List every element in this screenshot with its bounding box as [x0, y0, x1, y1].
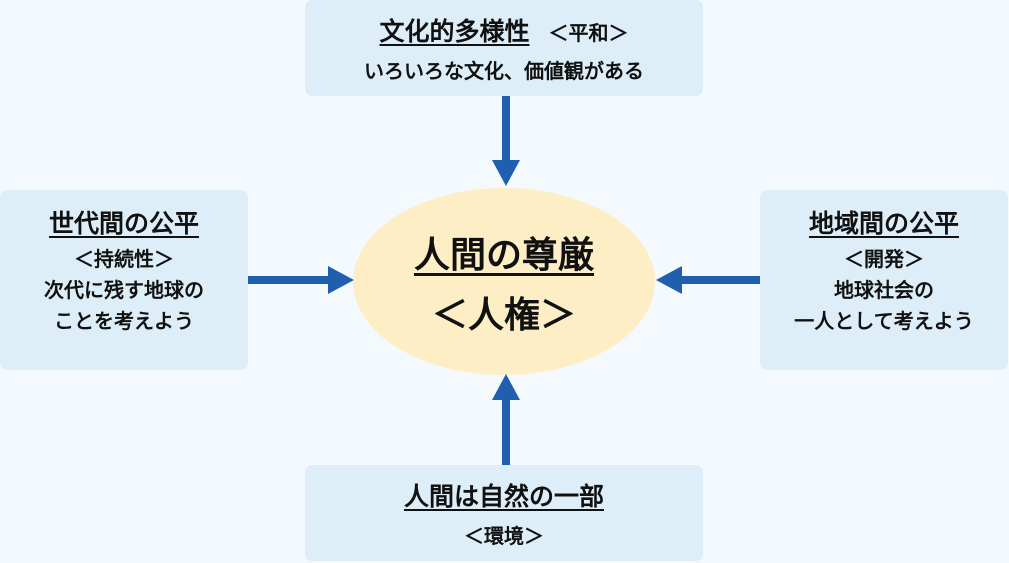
- box-top-header: 文化的多様性 ＜平和＞: [305, 16, 703, 51]
- box-right-tag: ＜開発＞: [844, 247, 924, 271]
- arrow-up-from-bottom: [492, 374, 520, 465]
- box-left-line-2: ことを考えよう: [54, 309, 194, 333]
- box-top-line-1: いろいろな文化、価値観がある: [364, 59, 644, 83]
- box-left-title: 世代間の公平: [48, 209, 199, 238]
- box-interregional-equity: 地域間の公平 ＜開発＞ 地球社会の 一人として考えよう: [760, 190, 1008, 370]
- box-bottom-header: 人間は自然の一部: [305, 481, 703, 516]
- center-title: 人間の尊厳: [413, 235, 594, 276]
- box-cultural-diversity: 文化的多様性 ＜平和＞ いろいろな文化、価値観がある: [305, 0, 703, 96]
- box-right-title: 地域間の公平: [808, 209, 959, 238]
- box-intergenerational-equity: 世代間の公平 ＜持続性＞ 次代に残す地球の ことを考えよう: [0, 190, 248, 370]
- box-left-line-1: 次代に残す地球の: [44, 278, 204, 302]
- box-right-line-2: 一人として考えよう: [794, 309, 974, 333]
- arrow-right-from-left: [248, 266, 354, 294]
- box-humans-part-of-nature: 人間は自然の一部 ＜環境＞: [305, 465, 703, 561]
- arrow-left-from-right: [656, 266, 760, 294]
- box-top-tag: ＜平和＞: [548, 21, 629, 45]
- box-right-line-1: 地球社会の: [834, 278, 934, 302]
- center-human-dignity: 人間の尊厳 ＜人権＞: [353, 188, 655, 375]
- arrow-down-from-top: [492, 96, 520, 186]
- box-bottom-tag: ＜環境＞: [464, 524, 544, 548]
- box-bottom-title: 人間は自然の一部: [403, 482, 604, 511]
- box-top-title: 文化的多様性: [379, 17, 530, 46]
- box-left-tag: ＜持続性＞: [74, 247, 174, 271]
- center-subtitle: ＜人権＞: [431, 295, 576, 336]
